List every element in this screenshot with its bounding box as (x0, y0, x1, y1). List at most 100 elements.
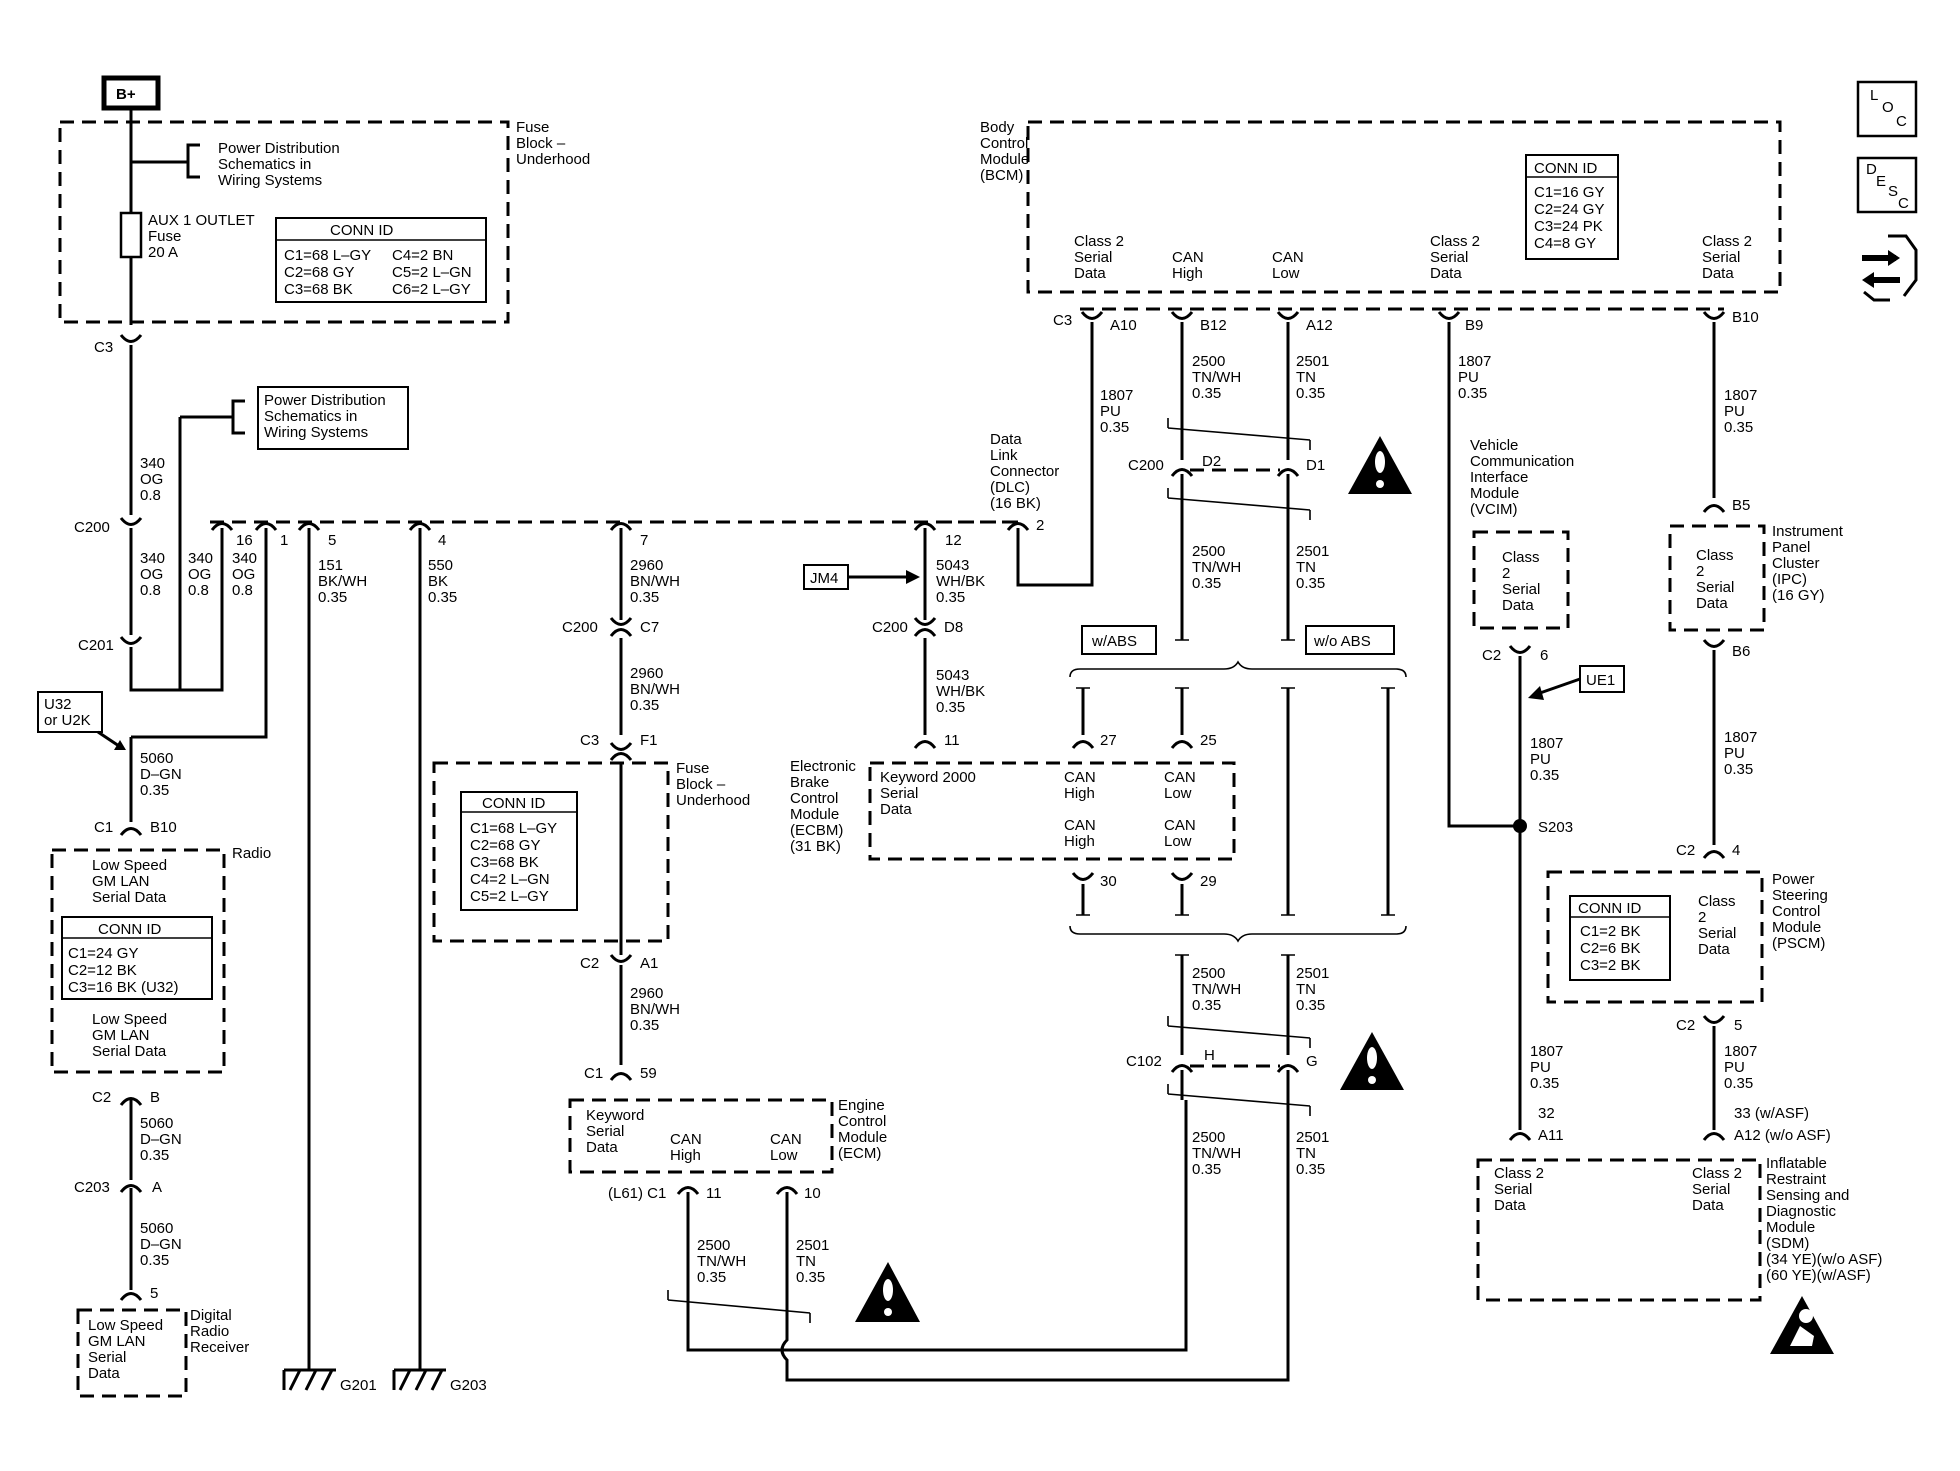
pin-h: H (1204, 1047, 1215, 1064)
svg-text:C: C (1898, 195, 1909, 212)
wire-label-1807-a: 1807 PU 0.35 (1100, 387, 1133, 436)
wire-label-2960-c: 2960 BN/WH 0.35 (630, 985, 680, 1034)
svg-text:C2=6 BK: C2=6 BK (1580, 940, 1640, 957)
svg-text:CONN ID: CONN ID (1578, 900, 1642, 917)
svg-text:AUX 1 OUTLET: AUX 1 OUTLET (148, 212, 255, 229)
sdm-title: Inflatable Restraint Sensing and Diagnos… (1766, 1155, 1882, 1284)
svg-text:Module: Module (1470, 485, 1519, 502)
svg-text:(16 BK): (16 BK) (990, 495, 1041, 512)
svg-text:High: High (1064, 833, 1095, 850)
connector-c203: C203 (74, 1179, 110, 1196)
bcm-title: Body Control Module (BCM) (980, 119, 1029, 184)
aux-outlet-fuse-label: AUX 1 OUTLET Fuse 20 A (148, 212, 255, 261)
wire-label-5060-a: 5060 D–GN 0.35 (140, 750, 182, 799)
svg-text:Diagnostic: Diagnostic (1766, 1203, 1837, 1220)
pin-d1: D1 (1306, 457, 1325, 474)
svg-text:2: 2 (1502, 565, 1510, 582)
ground-g203 (392, 1368, 446, 1391)
svg-text:2500: 2500 (1192, 1129, 1225, 1146)
warning-triangle-icon (1340, 1032, 1404, 1090)
wire-label-2500-a: 2500 TN/WH 0.35 (1192, 353, 1241, 402)
wire-label-340-c: 340 OG 0.8 (188, 550, 213, 599)
svg-text:O: O (1882, 99, 1894, 116)
option-tag-u32 (37, 691, 103, 733)
pin-32: 32 (1538, 1105, 1555, 1122)
svg-text:C2=68 GY: C2=68 GY (470, 837, 540, 854)
svg-text:0.35: 0.35 (1296, 1161, 1325, 1178)
pin-12: 12 (945, 532, 962, 549)
pin-b5: B5 (1732, 497, 1750, 514)
connector-l61-c1: (L61) C1 (608, 1185, 666, 1202)
connector-c2-a1: C2 (580, 955, 599, 972)
svg-text:1807: 1807 (1724, 387, 1757, 404)
pds-reference-box (257, 386, 409, 450)
svg-text:C1=68 L–GY: C1=68 L–GY (284, 247, 371, 264)
svg-text:Control: Control (790, 790, 838, 807)
option-without-abs-label: w/o ABS (1313, 633, 1371, 650)
svg-text:Serial Data: Serial Data (92, 1043, 167, 1060)
description-view-icon[interactable] (1856, 156, 1918, 214)
engine-control-module (568, 1098, 834, 1174)
svg-text:340: 340 (188, 550, 213, 567)
svg-text:(60 YE)(w/ASF): (60 YE)(w/ASF) (1766, 1267, 1871, 1284)
svg-text:0.8: 0.8 (188, 582, 209, 599)
wire-label-5043-a: 5043 WH/BK 0.35 (936, 557, 985, 606)
svg-text:Serial: Serial (88, 1349, 126, 1366)
pin-b12: B12 (1200, 317, 1227, 334)
connector-c2-pscm-5: C2 (1676, 1017, 1695, 1034)
connector-c1-59: C1 (584, 1065, 603, 1082)
fuse-block-top-title: Fuse Block – Underhood (516, 119, 590, 168)
svg-text:Keyword: Keyword (586, 1107, 644, 1124)
svg-text:Data: Data (1074, 265, 1106, 282)
wire-label-1807-g: 1807 PU 0.35 (1724, 1043, 1757, 1092)
svg-text:Data: Data (990, 431, 1022, 448)
svg-text:Data: Data (1702, 265, 1734, 282)
svg-text:Module: Module (1772, 919, 1821, 936)
svg-text:0.8: 0.8 (232, 582, 253, 599)
svg-text:(VCIM): (VCIM) (1470, 501, 1518, 518)
svg-text:TN: TN (1296, 981, 1316, 998)
pscm-inner-label: Class 2 Serial Data (1698, 893, 1736, 958)
svg-text:Radio: Radio (190, 1323, 229, 1340)
svg-text:340: 340 (140, 550, 165, 567)
battery-label: B+ (116, 86, 136, 103)
pin-2: 2 (1036, 517, 1044, 534)
svg-text:2: 2 (1696, 563, 1704, 580)
conn-id-table-fuse-top: CONN ID C1=68 L–GY C4=2 BN C2=68 GY C5=2… (275, 217, 487, 303)
ue1-reference (1579, 665, 1625, 693)
svg-text:1807: 1807 (1724, 729, 1757, 746)
svg-text:2500: 2500 (697, 1237, 730, 1254)
pin-27: 27 (1100, 732, 1117, 749)
svg-text:Data: Data (586, 1139, 618, 1156)
svg-text:BN/WH: BN/WH (630, 1001, 680, 1018)
pin-6: 6 (1540, 647, 1548, 664)
wire-label-340-a: 340 OG 0.8 (140, 455, 165, 504)
svg-text:0.35: 0.35 (1530, 1075, 1559, 1092)
sdm-left-pin: Class 2 Serial Data (1494, 1165, 1544, 1214)
pin-a11: A11 (1538, 1127, 1564, 1144)
svg-text:20 A: 20 A (148, 244, 178, 261)
svg-text:D–GN: D–GN (140, 766, 182, 783)
svg-text:Brake: Brake (790, 774, 829, 791)
svg-text:OG: OG (188, 566, 211, 583)
location-view-icon[interactable] (1856, 80, 1918, 138)
svg-text:Instrument: Instrument (1772, 523, 1844, 540)
svg-text:2501: 2501 (1296, 353, 1329, 370)
svg-text:CAN: CAN (1272, 249, 1304, 266)
svg-text:Class 2: Class 2 (1702, 233, 1752, 250)
pin-16: 16 (236, 532, 253, 549)
svg-text:1807: 1807 (1100, 387, 1133, 404)
svg-text:CAN: CAN (1164, 817, 1196, 834)
pin-11-ebcm: 11 (944, 732, 960, 749)
pin-g: G (1306, 1053, 1318, 1070)
connector-flow-icon[interactable] (1862, 234, 1918, 302)
pin-5-drr: 5 (150, 1285, 158, 1302)
svg-text:0.35: 0.35 (1192, 575, 1221, 592)
svg-text:C3=24 PK: C3=24 PK (1534, 218, 1603, 235)
electronic-brake-control-module (868, 761, 1236, 861)
svg-text:C4=2 BN: C4=2 BN (392, 247, 453, 264)
svg-text:0.35: 0.35 (630, 697, 659, 714)
svg-text:0.35: 0.35 (936, 699, 965, 716)
ebcm-can-high-1: CAN High (1064, 769, 1096, 802)
ecm-keyword-pin: Keyword Serial Data (586, 1107, 644, 1156)
